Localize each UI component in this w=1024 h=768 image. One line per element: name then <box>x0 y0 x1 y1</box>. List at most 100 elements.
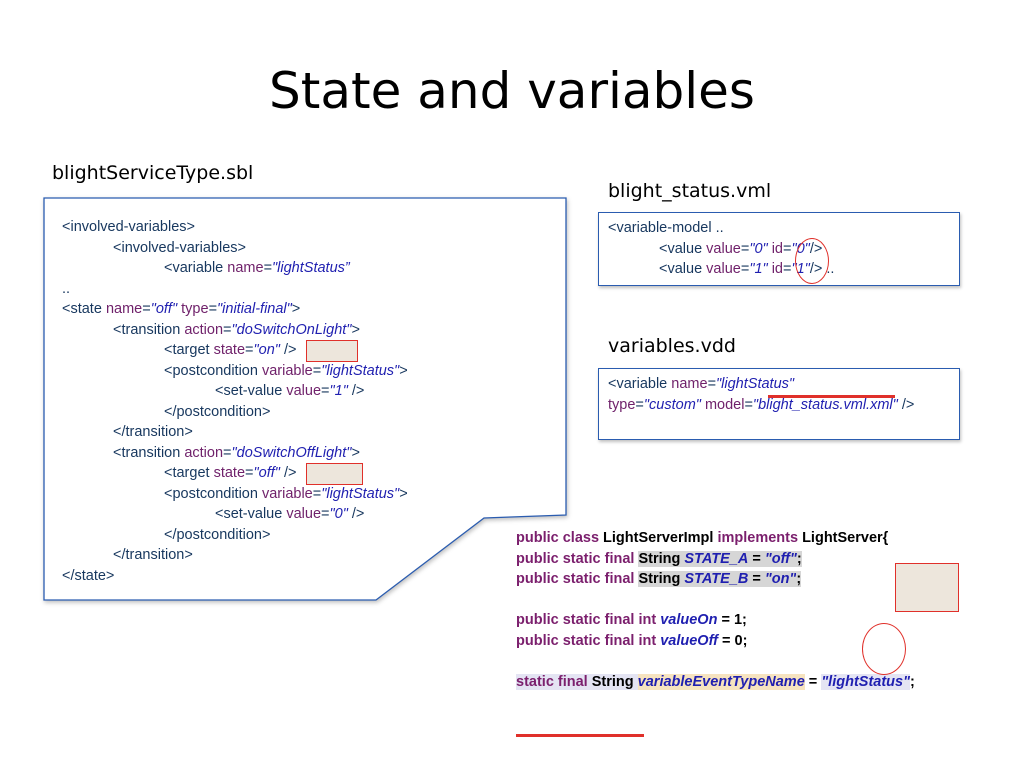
code-token: = <box>223 444 232 461</box>
java-token: ; <box>909 673 915 690</box>
java-token: variableEventTypeName <box>637 673 805 690</box>
code-token: = <box>783 240 792 257</box>
code-token: = <box>707 376 717 392</box>
java-token: String <box>638 550 685 567</box>
java-code-line: public static final String STATE_A = "of… <box>516 549 915 570</box>
code-token: /> <box>901 396 915 413</box>
sbl-code-line: <transition action="doSwitchOffLight"> <box>62 443 408 464</box>
sbl-code-block: <involved-variables><involved-variables>… <box>62 217 408 586</box>
code-token: = <box>321 506 330 522</box>
code-token: = <box>245 465 254 481</box>
code-token: "1" <box>329 383 352 399</box>
code-token: state <box>213 465 246 481</box>
java-token: = <box>804 673 822 690</box>
code-token: "lightStatus" <box>716 376 795 392</box>
highlight-rect-target-off <box>306 463 363 485</box>
java-code-line: public static final String STATE_B = "on… <box>516 569 915 590</box>
sbl-code-line: </state> <box>62 566 408 587</box>
code-token: = <box>312 485 322 502</box>
code-token: <target <box>164 342 214 358</box>
java-token: implements <box>717 530 803 546</box>
code-token: id <box>771 261 783 277</box>
code-token: = <box>223 321 232 338</box>
code-token: "0" <box>329 506 352 522</box>
code-token: > <box>351 444 360 461</box>
code-token: action <box>184 321 224 338</box>
java-code-line: public static final int valueOn = 1; <box>516 610 915 631</box>
code-token: = <box>740 240 750 257</box>
sbl-code-line: .. <box>62 279 408 300</box>
code-token: </state> <box>62 567 115 584</box>
sbl-code-line: <target state="off" /> <box>62 463 408 484</box>
circle-mark-java <box>862 623 906 675</box>
sbl-code-line: <variable name="lightStatus” <box>62 258 408 279</box>
code-token: </transition> <box>113 547 193 563</box>
code-token: = <box>635 396 644 413</box>
code-token: <set-value <box>215 506 287 522</box>
code-token: </postcondition> <box>164 403 271 420</box>
vdd-box <box>598 368 960 440</box>
vdd-code-line: <variable name="lightStatus" <box>608 374 914 395</box>
java-token: = <box>748 571 765 587</box>
java-code-line <box>516 590 915 611</box>
java-code-block: public class LightServerImpl implements … <box>516 528 915 692</box>
java-token: valueOff <box>660 632 718 649</box>
code-token: > <box>351 321 360 338</box>
vdd-code-block: <variable name="lightStatus"type="custom… <box>608 374 914 415</box>
code-token: = <box>208 301 218 317</box>
code-token: value <box>286 506 322 522</box>
java-code-line: static final String variableEventTypeNam… <box>516 672 915 693</box>
java-token: "off" <box>764 550 797 567</box>
java-token: STATE_B <box>684 571 749 587</box>
java-token: public static final <box>516 550 639 567</box>
code-token: "off" <box>253 465 284 481</box>
code-token: /> <box>283 465 297 481</box>
code-token: name <box>105 301 143 317</box>
code-token: <variable <box>608 376 672 392</box>
code-token: = <box>744 396 753 413</box>
code-token: variable <box>261 362 313 379</box>
java-token: "lightStatus" <box>821 673 910 690</box>
code-token: "doSwitchOnLight" <box>231 321 352 338</box>
code-token: /> <box>351 506 365 522</box>
code-token: state <box>213 342 246 358</box>
code-token: "off" <box>150 301 182 317</box>
java-token: public class <box>516 530 604 546</box>
code-token: model <box>704 396 745 413</box>
java-token: public static final int <box>516 632 661 649</box>
sbl-code-line: <postcondition variable="lightStatus"> <box>62 484 408 505</box>
code-token: = <box>783 261 792 277</box>
sbl-code-line: <state name="off" type="initial-final"> <box>62 299 408 320</box>
java-token: LightServer{ <box>802 530 889 546</box>
code-token: <transition <box>113 444 185 461</box>
code-token: <value <box>659 261 707 277</box>
sbl-code-line: <set-value value="1" /> <box>62 381 408 402</box>
underline-mark-java <box>516 734 644 737</box>
java-token: ; <box>796 571 802 587</box>
code-token: "custom" <box>643 396 705 413</box>
code-token: <target <box>164 465 214 481</box>
code-token: > <box>399 485 408 502</box>
circle-mark-vml <box>795 238 829 284</box>
code-token: /> <box>283 342 297 358</box>
java-token: = 1; <box>717 612 747 628</box>
code-token: <value <box>659 240 707 257</box>
java-token: String <box>638 571 685 587</box>
java-token: valueOn <box>660 612 718 628</box>
code-token: type <box>181 301 209 317</box>
sbl-code-line: <set-value value="0" /> <box>62 504 408 525</box>
java-token: static final <box>516 673 592 690</box>
code-token: type <box>608 396 636 413</box>
code-token: <variable-model .. <box>608 220 724 236</box>
java-token: "on" <box>764 571 797 587</box>
java-token: = 0; <box>717 632 748 649</box>
sbl-code-line: <involved-variables> <box>62 217 408 238</box>
code-token: <set-value <box>215 383 287 399</box>
highlight-rect-target-on <box>306 340 358 362</box>
vml-box <box>598 212 960 286</box>
code-token: value <box>706 240 741 257</box>
code-token: = <box>263 260 273 276</box>
vdd-code-line: type="custom" model="blight_status.vml.x… <box>608 395 914 416</box>
code-token: value <box>286 383 322 399</box>
sbl-code-line: </postcondition> <box>62 525 408 546</box>
